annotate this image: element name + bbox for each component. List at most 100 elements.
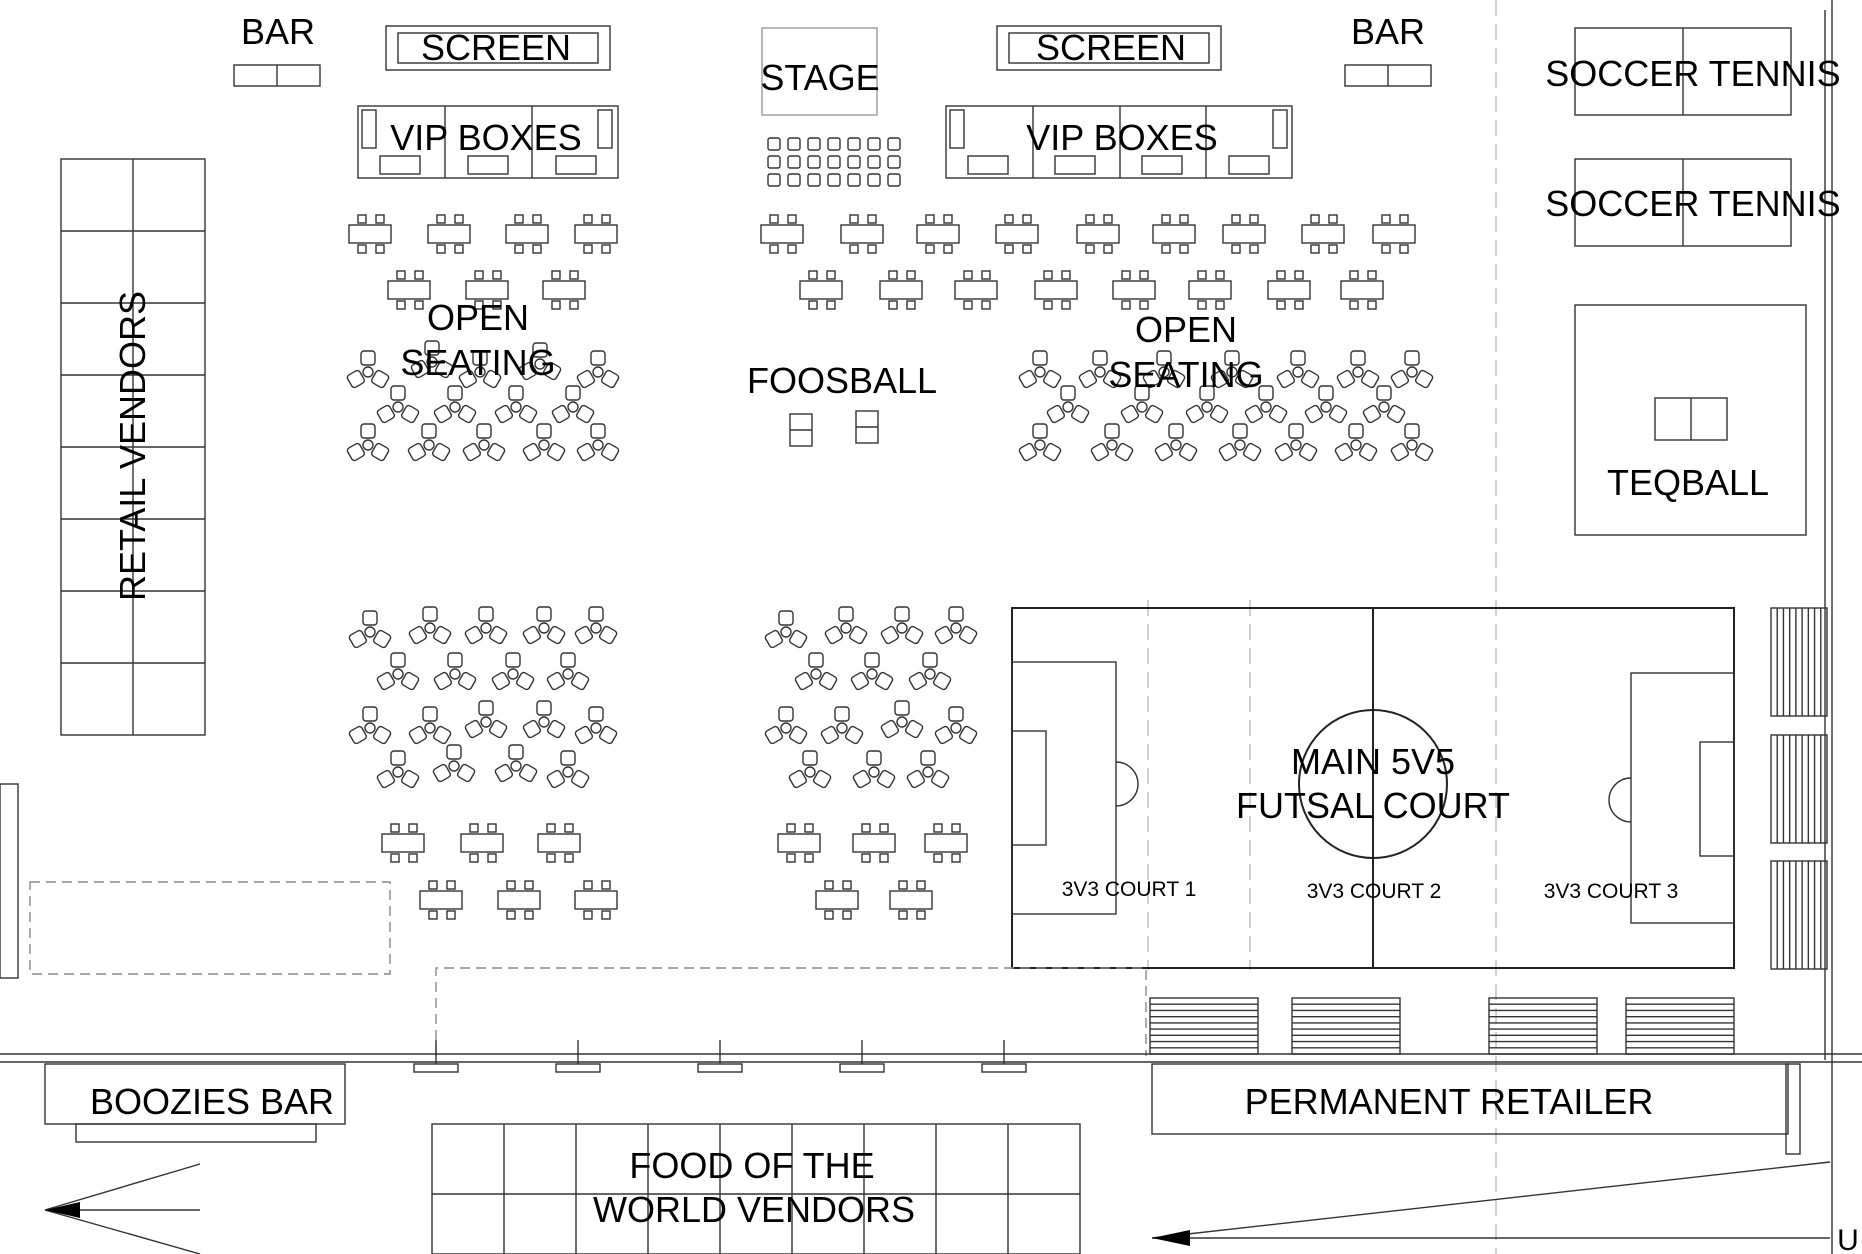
- audience-chair: [767, 155, 781, 169]
- table-with-chairs: [1340, 270, 1384, 310]
- seating-cluster: [1120, 385, 1164, 424]
- boozies-bar: BOOZIES BAR: [44, 1063, 346, 1254]
- seating-cluster: [906, 750, 950, 789]
- bleacher: [1770, 734, 1828, 844]
- bleachers: [1149, 607, 1828, 1055]
- bollard: [413, 1040, 459, 1073]
- open-seating-right-label-1: OPEN: [1135, 309, 1237, 350]
- seating-cluster: [458, 350, 502, 389]
- audience-chair: [767, 137, 781, 151]
- seating-cluster: [576, 423, 620, 462]
- court-3-label: 3V3 COURT 3: [1544, 880, 1679, 903]
- soccer-tennis-1: SOCCER TENNIS: [1545, 27, 1841, 116]
- seating-cluster: [764, 610, 808, 649]
- seating-cluster: [574, 706, 618, 745]
- table-with-chairs: [574, 880, 618, 920]
- seating-cluster: [794, 652, 838, 691]
- seating-cluster: [908, 652, 952, 691]
- seating-cluster: [852, 750, 896, 789]
- table-with-chairs: [760, 214, 804, 254]
- seating-cluster: [376, 652, 420, 691]
- seating-cluster: [376, 750, 420, 789]
- soccer-tennis-2-label: SOCCER TENNIS: [1545, 183, 1840, 224]
- seating-cluster: [522, 700, 566, 739]
- table-with-chairs: [879, 270, 923, 310]
- table-with-chairs: [924, 823, 968, 863]
- seating-cluster: [1276, 350, 1320, 389]
- futsal-court: MAIN 5V5 FUTSAL COURT 3V3 COURT 1 3V3 CO…: [1011, 607, 1735, 969]
- bar-right-label: BAR: [1351, 11, 1425, 52]
- seating-cluster: [1142, 350, 1186, 389]
- seating-cluster: [408, 706, 452, 745]
- bleacher: [1488, 997, 1598, 1055]
- seating-cluster: [433, 385, 477, 424]
- table-with-chairs: [995, 214, 1039, 254]
- open-seating-left-label-1: OPEN: [427, 297, 529, 338]
- audience-chair: [787, 137, 801, 151]
- seating-cluster: [1390, 350, 1434, 389]
- table-with-chairs: [1372, 214, 1416, 254]
- seating-cluster: [1304, 385, 1348, 424]
- audience-chair: [827, 155, 841, 169]
- seating-cluster: [934, 706, 978, 745]
- seating-cluster: [850, 652, 894, 691]
- seating-cluster: [880, 606, 924, 645]
- seating-cluster: [410, 340, 454, 379]
- soccer-tennis-1-label: SOCCER TENNIS: [1545, 53, 1840, 94]
- permanent-retailer: PERMANENT RETAILER U: [1151, 1063, 1859, 1254]
- arrow-left-icon: [1152, 1230, 1190, 1246]
- table-with-chairs: [1222, 214, 1266, 254]
- table-with-chairs: [1034, 270, 1078, 310]
- table-with-chairs: [427, 214, 471, 254]
- seating-cluster: [764, 706, 808, 745]
- seating-cluster: [1154, 423, 1198, 462]
- bar-right: BAR: [1344, 11, 1432, 87]
- table-with-chairs: [348, 214, 392, 254]
- seating-cluster: [574, 606, 618, 645]
- bollard: [555, 1040, 601, 1073]
- bar-left-label: BAR: [241, 11, 315, 52]
- seating-cluster: [494, 385, 538, 424]
- food-vendors-label-1: FOOD OF THE: [629, 1145, 874, 1186]
- table-with-chairs: [799, 270, 843, 310]
- open-seating-left-label-2: SEATING: [400, 342, 555, 383]
- edge-letter: U: [1837, 1224, 1859, 1254]
- seating-cluster: [1018, 423, 1062, 462]
- seating-cluster: [1274, 423, 1318, 462]
- table-with-chairs: [1267, 270, 1311, 310]
- seating-cluster: [1336, 350, 1380, 389]
- seating-cluster: [576, 350, 620, 389]
- seating-cluster: [407, 423, 451, 462]
- table-groups: [348, 214, 1416, 920]
- table-with-chairs: [852, 823, 896, 863]
- seating-cluster: [1244, 385, 1288, 424]
- table-with-chairs: [574, 214, 618, 254]
- seating-cluster: [376, 385, 420, 424]
- food-vendors: FOOD OF THE WORLD VENDORS: [431, 1123, 1081, 1254]
- table-with-chairs: [465, 270, 509, 310]
- table-with-chairs: [777, 823, 821, 863]
- seating-cluster: [432, 744, 476, 783]
- stage-label: STAGE: [760, 57, 879, 98]
- audience-chair: [787, 173, 801, 187]
- audience-chair: [827, 173, 841, 187]
- seating-cluster: [522, 606, 566, 645]
- table-with-chairs: [1152, 214, 1196, 254]
- foosball-area: FOOSBALL: [747, 360, 937, 447]
- table-with-chairs: [916, 214, 960, 254]
- table-with-chairs: [840, 214, 884, 254]
- table-with-chairs: [1188, 270, 1232, 310]
- audience-chair: [847, 137, 861, 151]
- audience-chair: [847, 155, 861, 169]
- seating-cluster: [346, 350, 390, 389]
- court-1-label: 3V3 COURT 1: [1062, 878, 1197, 901]
- seating-cluster: [1210, 350, 1254, 389]
- stage: STAGE: [760, 27, 880, 116]
- audience-chair: [827, 137, 841, 151]
- seating-cluster: [1185, 385, 1229, 424]
- court-2-label: 3V3 COURT 2: [1307, 880, 1442, 903]
- table-with-chairs: [815, 880, 859, 920]
- seating-cluster: [491, 652, 535, 691]
- audience-chair: [867, 155, 881, 169]
- vip-boxes-right: VIP BOXES: [945, 105, 1293, 179]
